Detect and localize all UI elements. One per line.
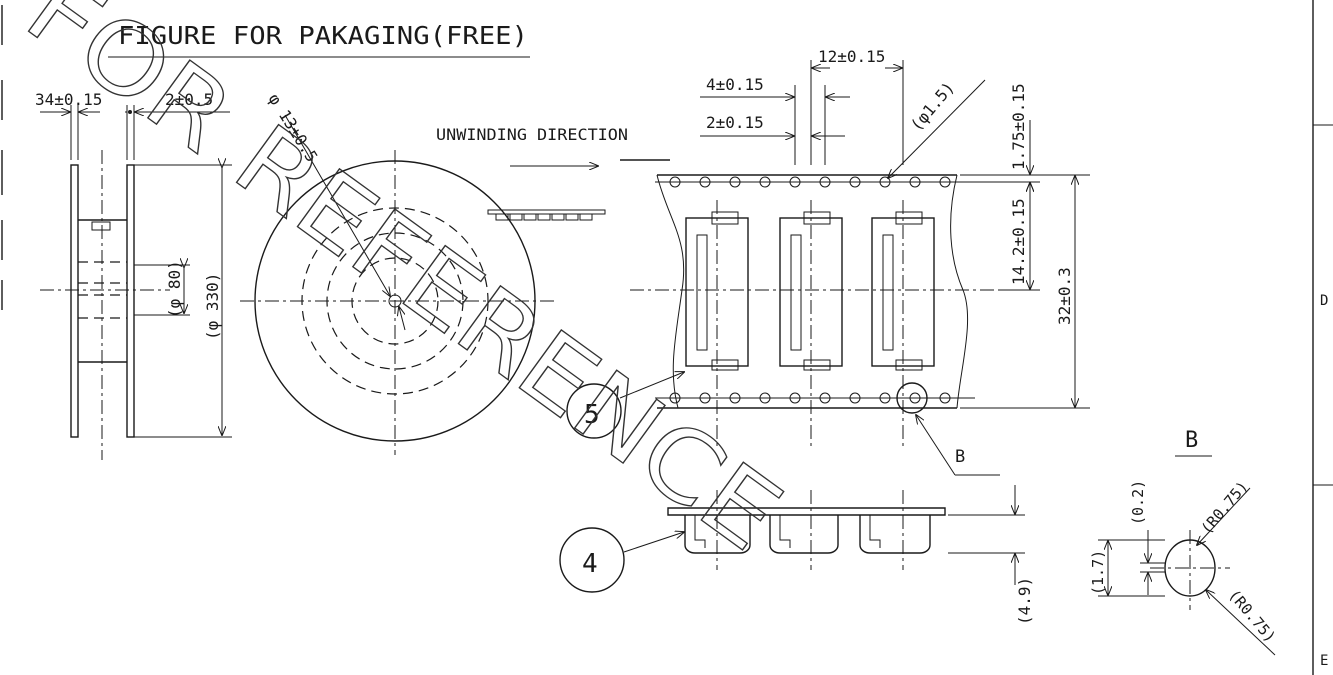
detail-b-view: B (0.2) (1.7) (R0.75) (R0.75) (1089, 428, 1279, 656)
callout-5: 5 (584, 400, 600, 430)
reel-side-view: (φ 80) (φ 330) 34±0.15 2±0.5 (35, 90, 232, 460)
dim-pocket-depth: (4.9) (1015, 577, 1034, 625)
dim-flange-gap: 2±0.5 (165, 90, 213, 109)
pocket-3 (871, 200, 935, 450)
dim-center-distance: 14.2±0.15 (1009, 198, 1028, 285)
unwinding-direction-label: UNWINDING DIRECTION (436, 125, 628, 144)
dim-hole-offset: 2±0.15 (706, 113, 764, 132)
sprocket-holes-bottom (655, 392, 975, 404)
dim-reel-dia: (φ 330) (203, 273, 222, 340)
dim-detail-02: (0.2) (1129, 480, 1147, 525)
watermark: FOR REFERENCE (6, 0, 801, 573)
sprocket-holes-top (655, 176, 975, 188)
pocket-2 (779, 200, 843, 450)
drawing-title: FIGURE FOR PAKAGING(FREE) (118, 21, 528, 50)
callout-4: 4 (582, 549, 598, 579)
dim-edge-distance: 1.75±0.15 (1009, 83, 1028, 170)
dim-detail-17: (1.7) (1089, 550, 1107, 595)
right-frame-border: D E (1312, 0, 1333, 675)
dim-hub-dia: (φ 80) (165, 260, 184, 318)
dim-hole-pitch: 4±0.15 (706, 75, 764, 94)
detail-b-title: B (1185, 428, 1198, 453)
dim-detail-r1: (R0.75) (1197, 478, 1251, 538)
zone-label-e: E (1320, 653, 1328, 669)
dim-tape-pitch: 12±0.15 (818, 47, 885, 66)
zone-label-d: D (1320, 293, 1328, 309)
pocket-1 (685, 200, 749, 450)
callout-b: B (955, 447, 965, 467)
tape-section-view: (4.9) 4 (559, 485, 1034, 625)
dim-sprocket-hole-dia: (φ1.5) (907, 78, 959, 134)
dim-tape-width: 32±0.3 (1055, 267, 1074, 325)
dim-flange-thickness: 34±0.15 (35, 90, 102, 109)
